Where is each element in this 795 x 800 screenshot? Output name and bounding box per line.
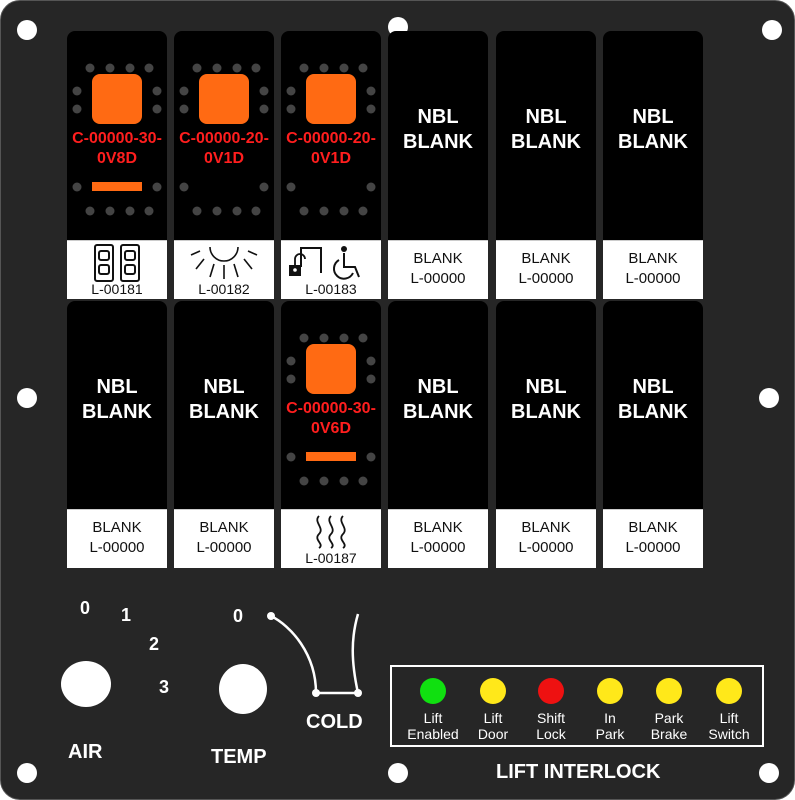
cold-label: COLD: [306, 711, 363, 733]
rocker-switch[interactable]: C-00000-30-0V6D: [281, 301, 381, 509]
legend-part-number: L-00181: [91, 281, 143, 297]
legend-part-number: L-00000: [410, 270, 466, 287]
rocker-switch[interactable]: C-00000-20-0V1D: [281, 31, 381, 240]
lift-interlock-frame: [390, 665, 764, 747]
rocker-switch[interactable]: C-00000-20-0V1D: [174, 31, 274, 240]
mounting-hole: [17, 388, 37, 408]
switch-legend: BLANK L-00000: [496, 509, 596, 568]
temp-label: TEMP: [211, 746, 267, 768]
legend-part-number: L-00000: [89, 539, 145, 556]
rocker-button[interactable]: [92, 74, 142, 124]
temp-knob[interactable]: [219, 664, 267, 714]
legend-part-number: L-00187: [305, 550, 357, 566]
lock-wheelchair-icon: [281, 243, 381, 283]
part-code: C-00000-30-0V8D: [72, 130, 162, 167]
lift-interlock-title: LIFT INTERLOCK: [496, 761, 661, 783]
mounting-hole: [17, 20, 37, 40]
rocker-button[interactable]: [306, 74, 356, 124]
legend-title: BLANK: [521, 250, 571, 267]
switch-legend: BLANK L-00000: [388, 240, 488, 299]
temp-arc-icon: [267, 612, 362, 697]
switch-legend: L-00181: [67, 240, 167, 299]
indicator-led: [656, 678, 682, 704]
switch-legend: BLANK L-00000: [603, 240, 703, 299]
air-position-0: 0: [80, 598, 91, 618]
legend-title: BLANK: [413, 519, 463, 536]
rocker-button[interactable]: [199, 74, 249, 124]
legend-part-number: L-00000: [625, 270, 681, 287]
switch-legend: L-00183: [281, 240, 381, 299]
legend-title: BLANK: [521, 519, 571, 536]
legend-title: BLANK: [628, 250, 678, 267]
indicator-led: [597, 678, 623, 704]
mounting-hole: [759, 388, 779, 408]
air-position-3: 3: [159, 677, 170, 697]
switch-legend: BLANK L-00000: [67, 509, 167, 568]
legend-title: BLANK: [628, 519, 678, 536]
legend-part-number: L-00000: [518, 270, 574, 287]
air-position-2: 2: [149, 634, 160, 654]
legend-part-number: L-00000: [196, 539, 252, 556]
legend-part-number: L-00182: [198, 281, 250, 297]
part-code: C-00000-30-0V6D: [286, 400, 376, 437]
indicator-led: [480, 678, 506, 704]
indicator-lamp: [306, 452, 356, 461]
legend-title: BLANK: [92, 519, 142, 536]
temp-position-0: 0: [233, 606, 244, 626]
indicator-led: [716, 678, 742, 704]
mounting-hole: [17, 763, 37, 783]
part-code: C-00000-20-0V1D: [179, 130, 269, 167]
switch-legend: BLANK L-00000: [603, 509, 703, 568]
indicator-led: [538, 678, 564, 704]
seat-icon: [67, 243, 167, 283]
rocker-switch[interactable]: C-00000-30-0V8D: [67, 31, 167, 240]
air-position-1: 1: [121, 605, 132, 625]
switch-legend: L-00182: [174, 240, 274, 299]
part-code: C-00000-20-0V1D: [286, 130, 376, 167]
indicator-lamp: [92, 182, 142, 191]
mounting-hole: [759, 763, 779, 783]
legend-part-number: L-00183: [305, 281, 357, 297]
legend-title: BLANK: [413, 250, 463, 267]
indicator-led: [420, 678, 446, 704]
rocker-button[interactable]: [306, 344, 356, 394]
light-icon: [174, 243, 274, 283]
legend-part-number: L-00000: [625, 539, 681, 556]
mounting-hole: [762, 20, 782, 40]
air-label: AIR: [68, 741, 103, 763]
legend-title: BLANK: [199, 519, 249, 536]
switch-legend: L-00187: [281, 509, 381, 568]
mounting-hole: [388, 763, 408, 783]
legend-part-number: L-00000: [410, 539, 466, 556]
switch-legend: BLANK L-00000: [496, 240, 596, 299]
switch-legend: BLANK L-00000: [174, 509, 274, 568]
air-knob[interactable]: [61, 661, 111, 707]
switch-legend: BLANK L-00000: [388, 509, 488, 568]
heat-icon: [281, 512, 381, 552]
legend-part-number: L-00000: [518, 539, 574, 556]
